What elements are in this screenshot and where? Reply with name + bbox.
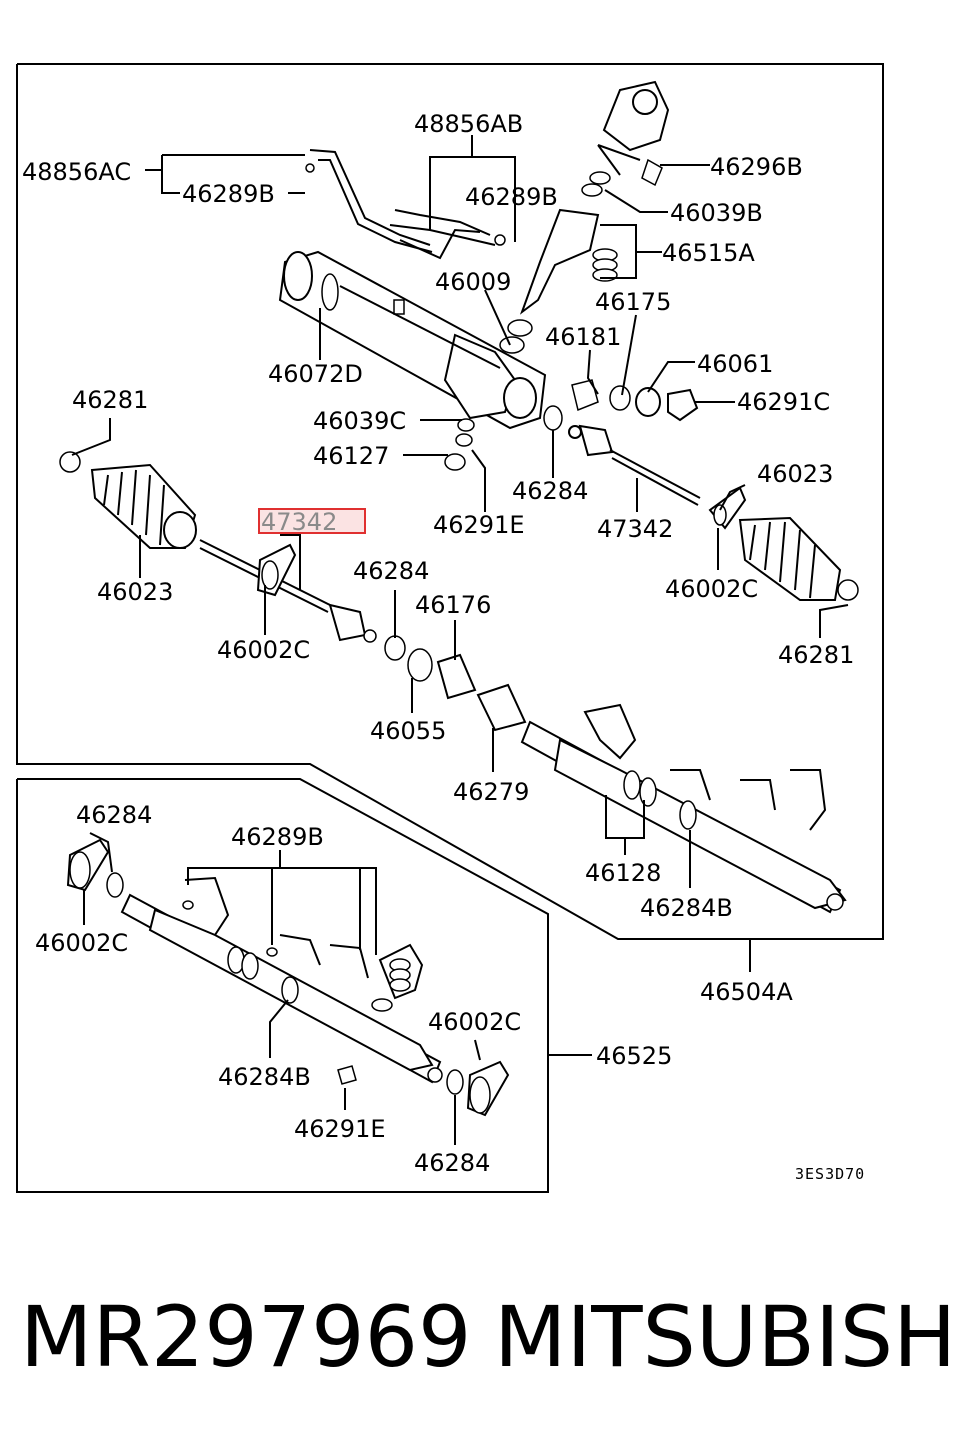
label-46176: 46176 <box>415 591 491 619</box>
label-46279: 46279 <box>453 778 529 806</box>
label-46002C-b: 46002C <box>217 636 310 664</box>
label-46127: 46127 <box>313 442 389 470</box>
label-46281-a: 46281 <box>72 386 148 414</box>
highlight-box-47342 <box>258 508 366 534</box>
rack-shaft <box>520 703 847 914</box>
label-46515A: 46515A <box>662 239 755 267</box>
label-46289B-b: 46289B <box>465 183 558 211</box>
diagram-code: 3ES3D70 <box>795 1165 865 1183</box>
label-46296B: 46296B <box>710 153 803 181</box>
label-46023-a: 46023 <box>97 578 173 606</box>
label-46284-c: 46284 <box>76 801 152 829</box>
label-46002C-c: 46002C <box>35 929 128 957</box>
upper-frame <box>16 63 884 940</box>
rack-guide-parts <box>444 379 699 471</box>
label-46291E-a: 46291E <box>433 511 525 539</box>
lower-frame <box>16 778 549 1193</box>
pinion-valve <box>499 80 670 354</box>
label-46061: 46061 <box>697 350 773 378</box>
pressure-tubes <box>305 149 506 260</box>
label-46504A: 46504A <box>700 978 793 1006</box>
leader-lines <box>71 135 849 1145</box>
label-46039B: 46039B <box>670 199 763 227</box>
label-46002C-d: 46002C <box>428 1008 521 1036</box>
part-labels: 48856AB 48856AC 46289B 46289B 46296B 460… <box>22 110 865 1183</box>
rack-seals-middle <box>384 635 527 732</box>
label-47342-b: 47342 <box>597 515 673 543</box>
label-46284-d: 46284 <box>414 1149 490 1177</box>
label-46289B-a: 46289B <box>182 180 275 208</box>
label-46072D: 46072D <box>268 360 363 388</box>
label-46281-b: 46281 <box>778 641 854 669</box>
tie-rod-right <box>568 424 701 506</box>
label-46291C: 46291C <box>737 388 830 416</box>
lower-rack-assembly <box>66 838 510 1117</box>
label-46002C-a: 46002C <box>665 575 758 603</box>
label-46284B-b: 46284B <box>218 1063 311 1091</box>
label-46039C: 46039C <box>313 407 406 435</box>
label-46175: 46175 <box>595 288 671 316</box>
label-46055: 46055 <box>370 717 446 745</box>
label-48856AB: 48856AB <box>414 110 523 138</box>
boot-right <box>708 486 859 601</box>
label-47342-highlighted: 47342 <box>261 508 337 536</box>
label-46291E-b: 46291E <box>294 1115 386 1143</box>
tie-rod-left <box>199 539 377 643</box>
label-48856AC: 48856AC <box>22 158 131 186</box>
label-46289B-c: 46289B <box>231 823 324 851</box>
label-46009: 46009 <box>435 268 511 296</box>
boot-left <box>59 451 197 549</box>
label-46284-b: 46284 <box>353 557 429 585</box>
label-46023-b: 46023 <box>757 460 833 488</box>
brand-name: MITSUBISHI <box>494 1288 960 1386</box>
label-46525: 46525 <box>596 1042 672 1070</box>
label-46284B-a: 46284B <box>640 894 733 922</box>
part-number: MR297969 <box>20 1288 472 1386</box>
label-46181: 46181 <box>545 323 621 351</box>
label-46128: 46128 <box>585 859 661 887</box>
rack-housing <box>278 250 547 430</box>
label-46284-a: 46284 <box>512 477 588 505</box>
